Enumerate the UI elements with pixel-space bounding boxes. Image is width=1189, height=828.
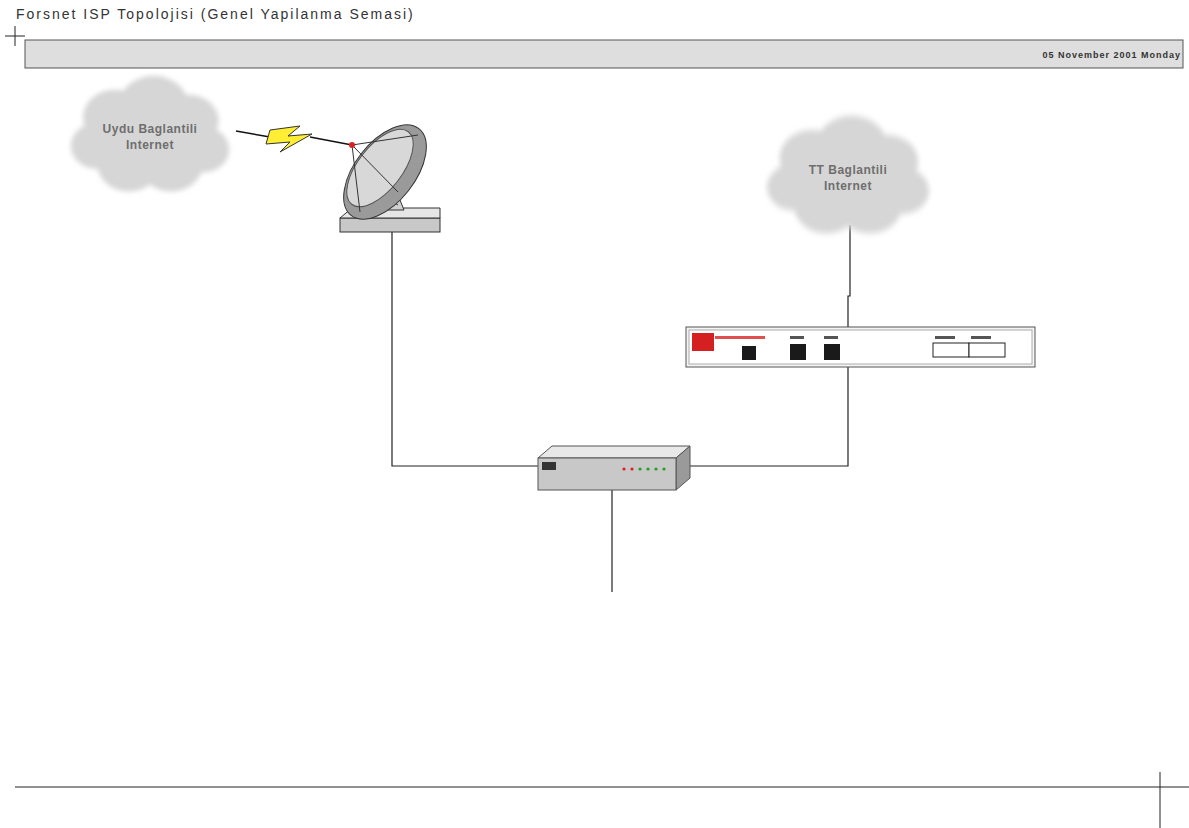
- footer-line: [15, 787, 1189, 788]
- wire: [611, 490, 612, 592]
- cloud-node: Uydu Baglantili Internet: [62, 74, 238, 200]
- hub-device: [538, 446, 690, 490]
- wire: [392, 228, 540, 466]
- wire: [688, 367, 848, 466]
- cloud-shape: [62, 74, 238, 200]
- satellite-dish: [327, 110, 442, 234]
- date-label: 05 November 2001 Monday: [1042, 50, 1181, 60]
- frame-mark: [1160, 772, 1161, 828]
- diagram-title: Forsnet ISP Topolojisi (Genel Yapilanma …: [16, 6, 415, 22]
- router-device: [686, 327, 1035, 367]
- cloud-node: TT Baglantili Internet: [758, 114, 938, 242]
- lightning-bolt: [266, 126, 312, 152]
- wire: [848, 225, 850, 327]
- cloud-shape: [758, 114, 938, 242]
- wireless-link: [310, 137, 352, 145]
- frame-mark: [5, 36, 25, 37]
- header-bar: [25, 40, 1183, 68]
- wireless-link: [236, 131, 270, 137]
- cloud-label: Uydu Baglantili Internet: [95, 121, 205, 153]
- cloud-label: TT Baglantili Internet: [793, 162, 903, 194]
